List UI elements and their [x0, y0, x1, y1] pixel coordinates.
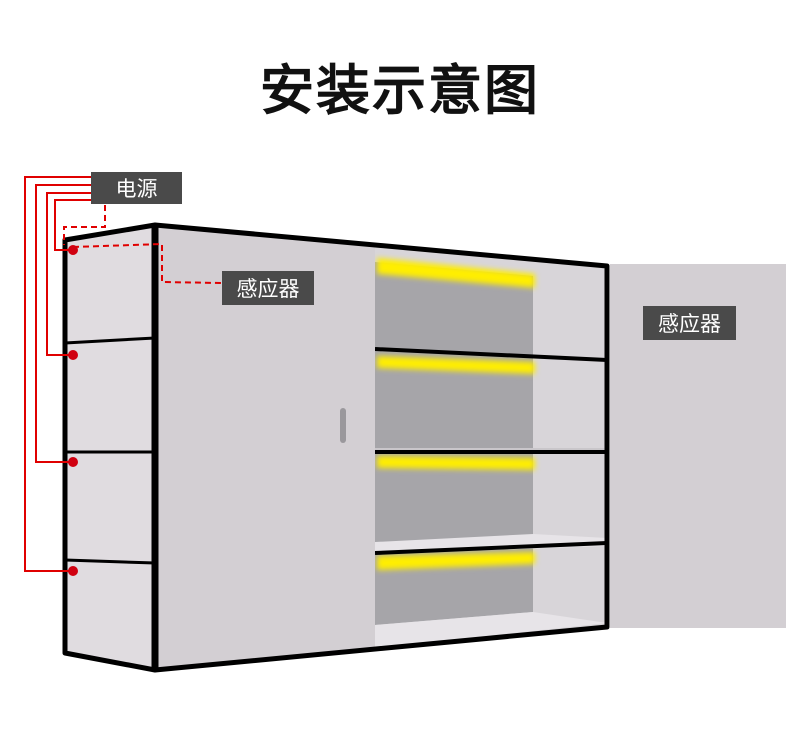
diagram-title: 安装示意图 — [260, 59, 540, 122]
side-panel — [62, 222, 158, 673]
side-shelf-lines — [64, 336, 156, 565]
led-strip — [377, 356, 535, 374]
sensor-label-right: 感应器 — [643, 306, 736, 340]
connection-dot — [68, 566, 78, 576]
led-strip — [377, 552, 535, 570]
door-handle — [340, 408, 346, 443]
power-label: 电源 — [91, 172, 182, 204]
led-strip — [377, 456, 535, 470]
led-strip — [377, 258, 535, 288]
left-door — [155, 225, 375, 670]
connection-dot — [68, 457, 78, 467]
shelves — [374, 347, 608, 648]
connection-dot — [68, 245, 78, 255]
interior-back — [375, 262, 533, 625]
led-strips — [377, 258, 535, 570]
connection-dots — [68, 245, 78, 576]
sensor-label-left: 感应器 — [222, 271, 314, 305]
connection-dot — [68, 350, 78, 360]
sensor-wires — [63, 205, 223, 284]
power-wires — [24, 176, 92, 572]
